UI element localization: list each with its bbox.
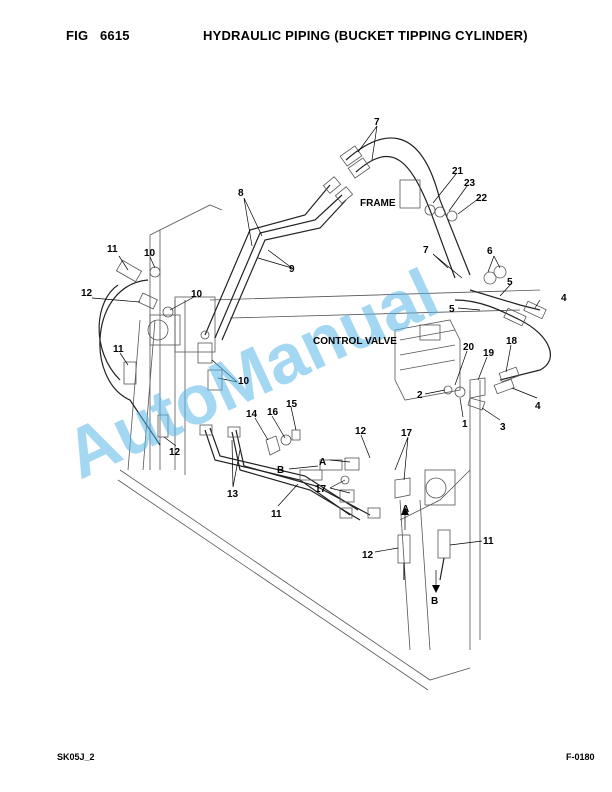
callout-9: 9 bbox=[289, 264, 295, 275]
callout-20: 20 bbox=[463, 342, 475, 353]
right-cylinder bbox=[399, 469, 471, 651]
callout-2: 2 bbox=[417, 390, 423, 401]
callout-1: 1 bbox=[462, 419, 468, 430]
arrow-label-b: B bbox=[431, 596, 438, 607]
frame-bracket bbox=[399, 179, 458, 222]
callout-10: 10 bbox=[238, 376, 250, 387]
callout-22: 22 bbox=[476, 193, 488, 204]
leader-lines bbox=[91, 125, 541, 553]
control-valve bbox=[394, 319, 461, 401]
callout-17: 17 bbox=[315, 484, 327, 495]
left-hose-loop bbox=[98, 259, 174, 446]
callout-11: 11 bbox=[483, 536, 494, 547]
control-valve-label: CONTROL VALVE bbox=[313, 336, 397, 347]
callout-23: 23 bbox=[464, 178, 476, 189]
callout-12: 12 bbox=[169, 447, 181, 458]
arrow-label-b: B bbox=[277, 465, 284, 476]
callouts: 7 21 23 22 8 9 11 10 12 10 7 6 5 5 4 11 … bbox=[81, 117, 567, 607]
callout-12: 12 bbox=[81, 288, 93, 299]
callout-7: 7 bbox=[374, 117, 380, 128]
callout-17: 17 bbox=[401, 428, 413, 439]
flow-arrows bbox=[401, 507, 440, 593]
callout-15: 15 bbox=[286, 399, 298, 410]
callout-16: 16 bbox=[267, 407, 279, 418]
callout-5: 5 bbox=[449, 304, 455, 315]
frame-label: FRAME bbox=[360, 198, 396, 209]
callout-14: 14 bbox=[246, 409, 258, 420]
callout-11: 11 bbox=[107, 244, 118, 255]
callout-5: 5 bbox=[507, 277, 513, 288]
callout-18: 18 bbox=[506, 336, 518, 347]
machine-frame bbox=[117, 204, 541, 691]
footer-code-right: F-0180 bbox=[566, 752, 595, 762]
figure-number: 6615 bbox=[100, 28, 130, 43]
footer-code-left: SK05J_2 bbox=[57, 752, 95, 762]
figure-label: FIG bbox=[66, 28, 89, 43]
callout-4: 4 bbox=[561, 293, 567, 304]
callout-3: 3 bbox=[500, 422, 506, 433]
callout-12: 12 bbox=[355, 426, 367, 437]
callout-19: 19 bbox=[483, 348, 495, 359]
callout-8: 8 bbox=[238, 188, 244, 199]
callout-21: 21 bbox=[452, 166, 464, 177]
callout-11: 11 bbox=[271, 509, 282, 520]
callout-10: 10 bbox=[191, 289, 203, 300]
upper-hoses bbox=[204, 137, 471, 341]
center-fittings bbox=[197, 330, 223, 391]
callout-7: 7 bbox=[423, 245, 429, 256]
callout-13: 13 bbox=[227, 489, 239, 500]
callout-6: 6 bbox=[487, 246, 493, 257]
lower-pipes bbox=[199, 424, 411, 521]
arrow-label-a: A bbox=[319, 457, 326, 468]
callout-12: 12 bbox=[362, 550, 374, 561]
page-title: HYDRAULIC PIPING (BUCKET TIPPING CYLINDE… bbox=[203, 28, 528, 43]
callout-4: 4 bbox=[535, 401, 541, 412]
cylinder-hoses bbox=[397, 529, 451, 581]
arrow-label-a: A bbox=[402, 504, 409, 515]
callout-10: 10 bbox=[144, 248, 156, 259]
callout-11: 11 bbox=[113, 344, 124, 355]
left-cylinder bbox=[127, 314, 181, 471]
